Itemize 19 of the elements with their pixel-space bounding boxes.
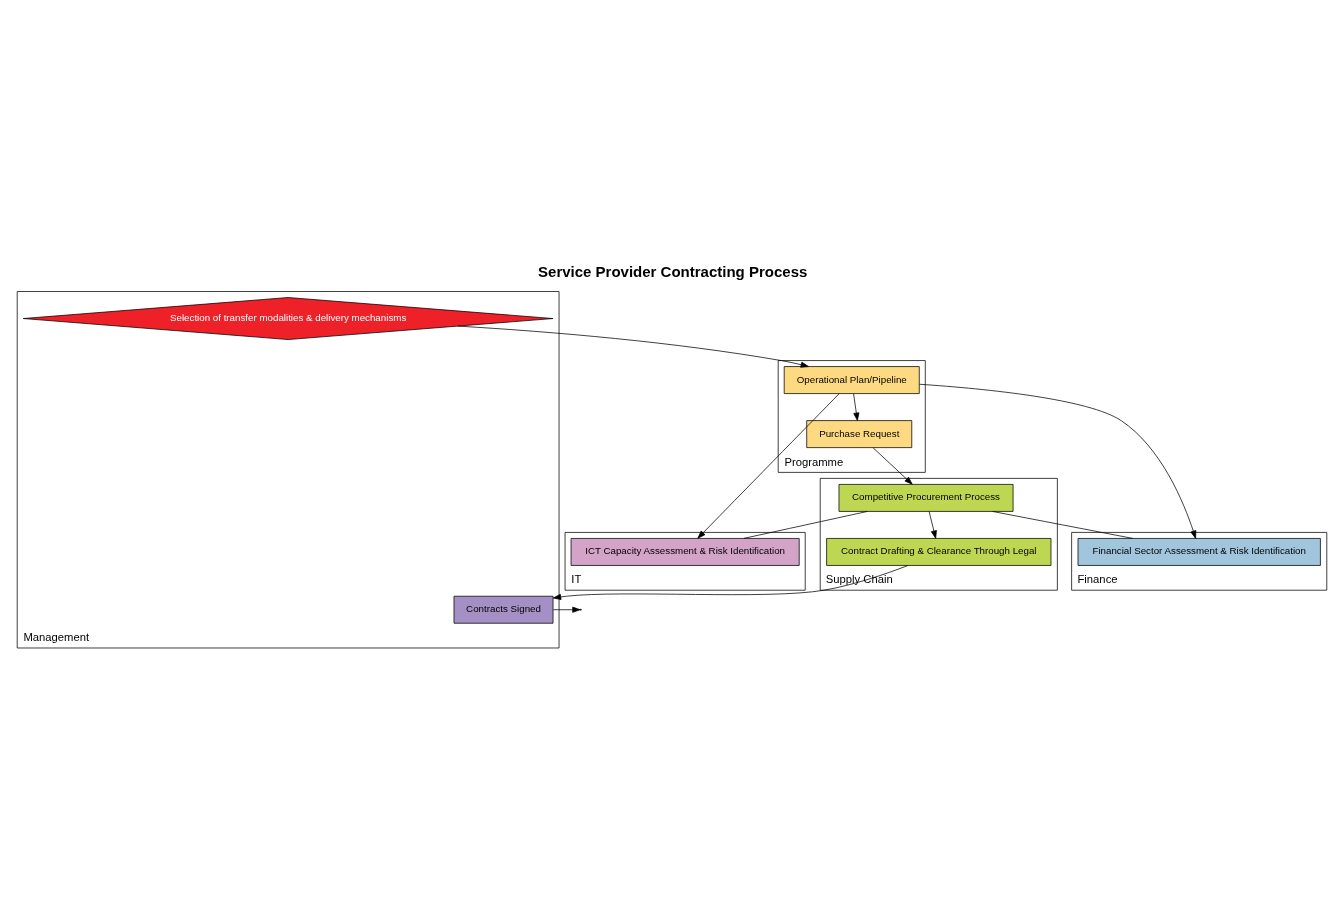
connector [743, 511, 868, 539]
connector [992, 511, 1134, 539]
arrow [872, 447, 913, 485]
diagram-title: Service Provider Contracting Process [538, 263, 808, 281]
node-box: Contract Drafting & Clearance Through Legal [826, 538, 1052, 566]
arrow [928, 511, 937, 539]
node-box: ICT Capacity Assessment & Risk Identification [570, 538, 800, 566]
arrow [919, 383, 1197, 539]
node-box: Financial Sector Assessment & Risk Identification [1077, 538, 1321, 566]
arrow [853, 393, 860, 421]
arrow [697, 393, 840, 539]
node-box: Operational Plan/Pipeline [783, 366, 920, 394]
node-box: Competitive Procurement Process [838, 484, 1014, 512]
node-box: Purchase Request [806, 420, 913, 448]
arrow [552, 565, 909, 600]
arrow [457, 325, 809, 368]
node-diamond: Selection of transfer modalities & delivery mechanisms [22, 297, 554, 340]
node-box: Contracts Signed [453, 595, 554, 624]
arrow [552, 606, 581, 613]
